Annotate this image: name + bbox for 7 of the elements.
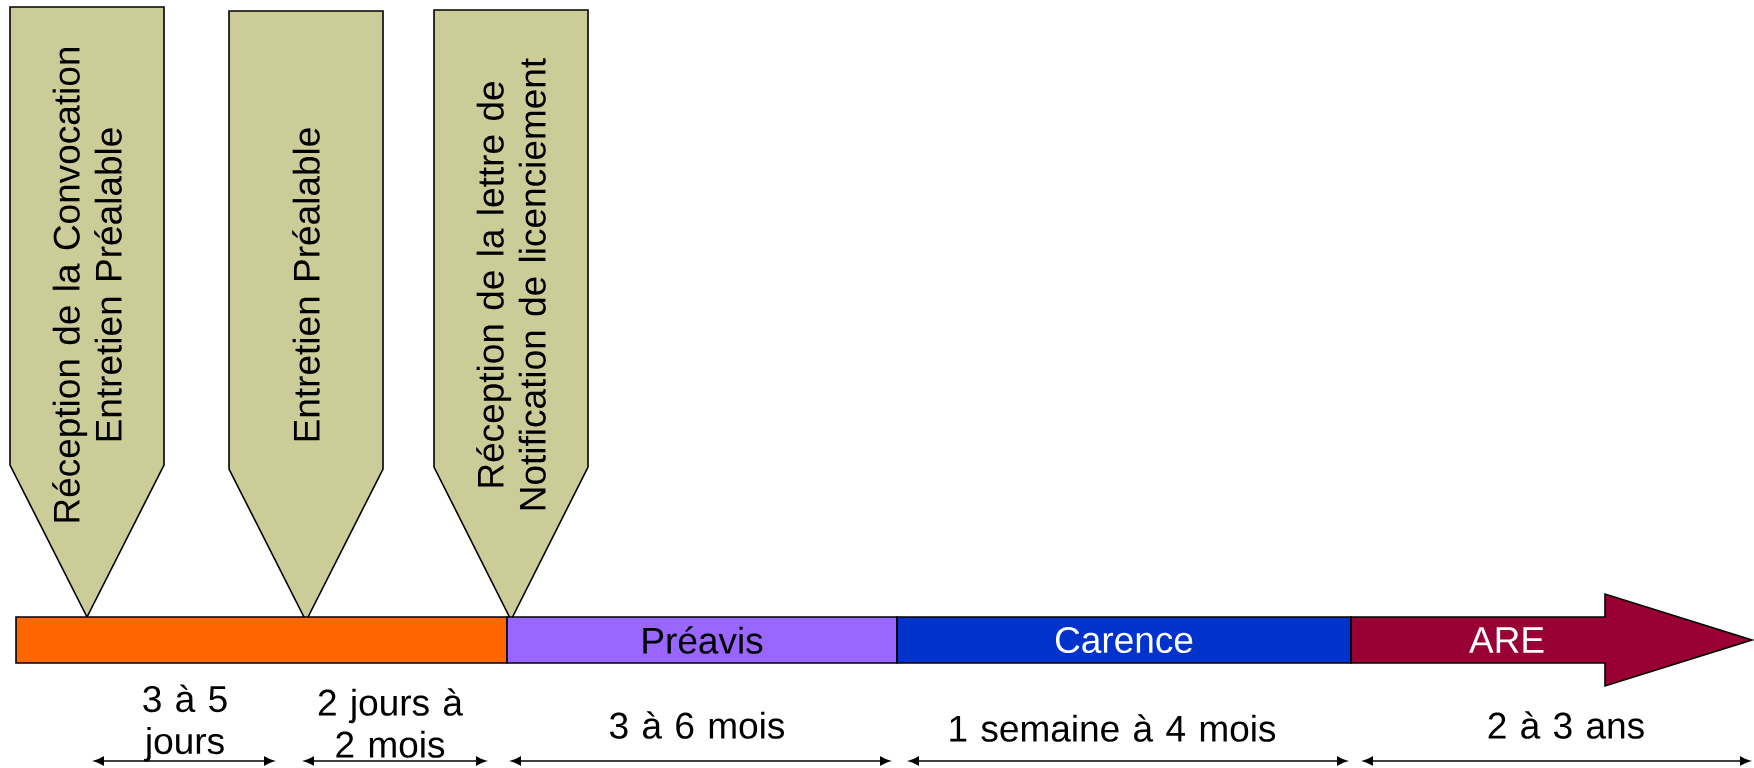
duration-label: 2 jours à 2 mois [318, 688, 463, 758]
duration-label: 3 à 6 mois [610, 711, 785, 739]
duration-label: 1 semaine à 4 mois [950, 714, 1276, 742]
duration-label: 3 à 5 jours [143, 684, 227, 762]
timeline-segment: Préavis [506, 616, 898, 664]
timeline-segment [15, 616, 508, 664]
timeline-segment: Carence [896, 616, 1352, 664]
